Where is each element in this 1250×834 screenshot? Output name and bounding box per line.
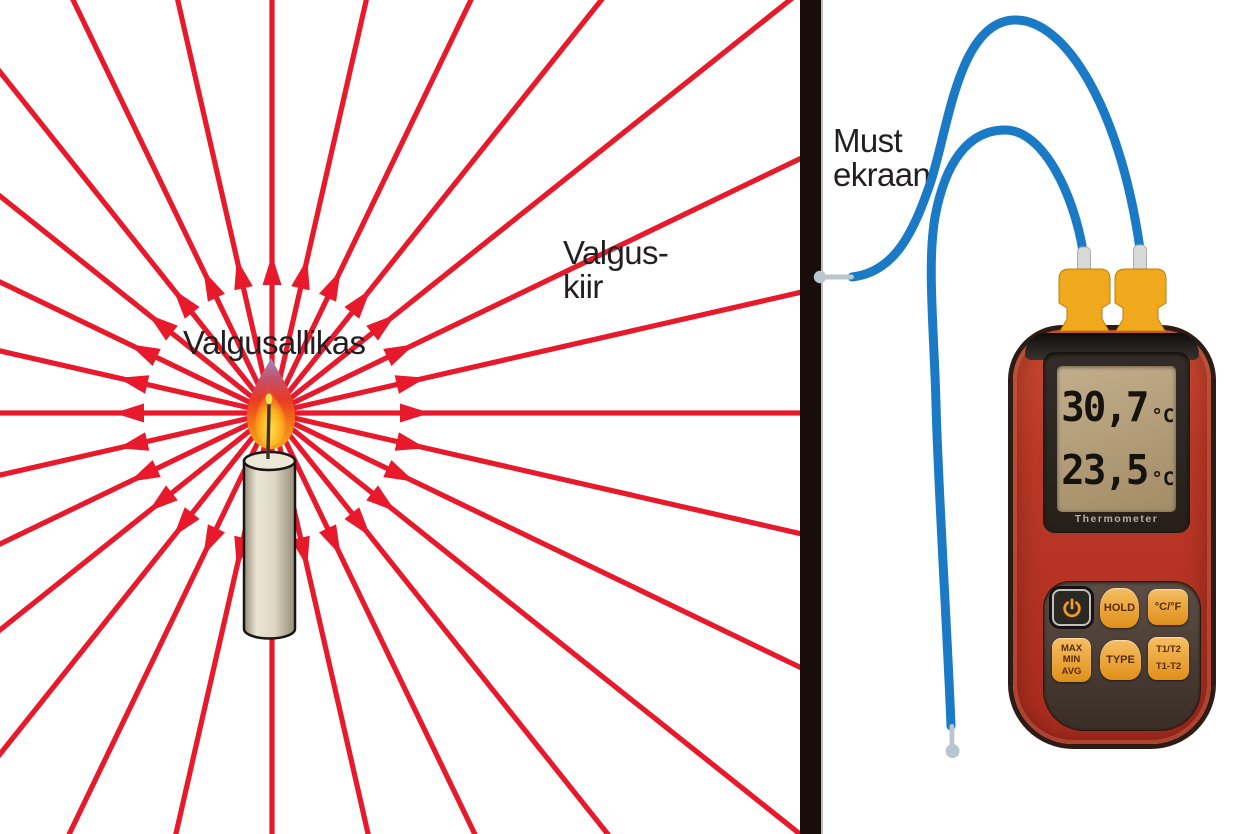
strain-relief-left xyxy=(1077,246,1091,274)
light-ray-label-line2: kiir xyxy=(563,267,603,305)
black-screen-bar xyxy=(800,0,823,834)
t1-unit: °C xyxy=(1151,405,1175,428)
thermometer-device: 30,7 °C 23,5 °C Thermometer HOLD °C/°F xyxy=(1013,330,1211,744)
thermometer-brand-label: Thermometer xyxy=(1074,513,1159,525)
black-screen-label-line2: ekraan xyxy=(833,155,931,193)
max-label: MAX xyxy=(1060,643,1083,655)
t2-reading: 23,5 °C xyxy=(1059,445,1175,494)
t1-t2-button[interactable]: T1/T2 T1-T2 xyxy=(1148,637,1189,680)
max-min-avg-button[interactable]: MAX MIN AVG xyxy=(1052,638,1091,682)
power-icon xyxy=(1062,597,1081,617)
screen-probe-stem xyxy=(820,274,854,280)
celsius-fahrenheit-button[interactable]: °C/°F xyxy=(1148,589,1188,625)
candle-wick xyxy=(266,397,271,460)
t1t2-label: T1/T2 xyxy=(1156,644,1181,656)
black-screen-label: Must ekraan xyxy=(833,122,931,193)
screen-bezel: 30,7 °C 23,5 °C Thermometer xyxy=(1043,352,1190,533)
candle xyxy=(242,358,297,640)
wick-glow xyxy=(265,393,273,405)
black-screen-label-line1: Must xyxy=(833,122,903,159)
rays-candle-svg xyxy=(0,0,800,834)
candle-body xyxy=(242,459,297,640)
flame-core xyxy=(255,388,286,446)
probe-tips xyxy=(813,270,960,758)
power-button[interactable] xyxy=(1052,589,1091,626)
strain-relief-right xyxy=(1133,244,1147,274)
t1-reading: 30,7 °C xyxy=(1059,383,1175,432)
light-rays xyxy=(0,0,800,834)
light-ray-label-line1: Valgus- xyxy=(563,234,669,271)
t1-minus-t2-label: T1-T2 xyxy=(1155,660,1182,672)
thermocouple-plug-right xyxy=(1114,268,1167,332)
t1-value: 30,7 xyxy=(1060,383,1149,432)
avg-label: AVG xyxy=(1061,665,1082,677)
light-source-label: Valgusallikas xyxy=(183,324,366,361)
type-button[interactable]: TYPE xyxy=(1100,640,1141,680)
t2-value: 23,5 xyxy=(1060,445,1149,494)
connectors xyxy=(1058,244,1167,332)
min-label: MIN xyxy=(1062,654,1081,666)
t2-unit: °C xyxy=(1151,467,1175,490)
hanging-probe-tip xyxy=(945,744,960,758)
lcd-screen: 30,7 °C 23,5 °C xyxy=(1057,366,1176,512)
hold-button[interactable]: HOLD xyxy=(1100,588,1139,628)
button-panel: HOLD °C/°F MAX MIN AVG TYPE T1/T2 T1-T2 xyxy=(1044,582,1200,730)
light-ray-label: Valgus- kiir xyxy=(563,234,669,305)
hanging-probe-stem xyxy=(949,724,955,747)
thermocouple-plug-left xyxy=(1058,268,1111,332)
